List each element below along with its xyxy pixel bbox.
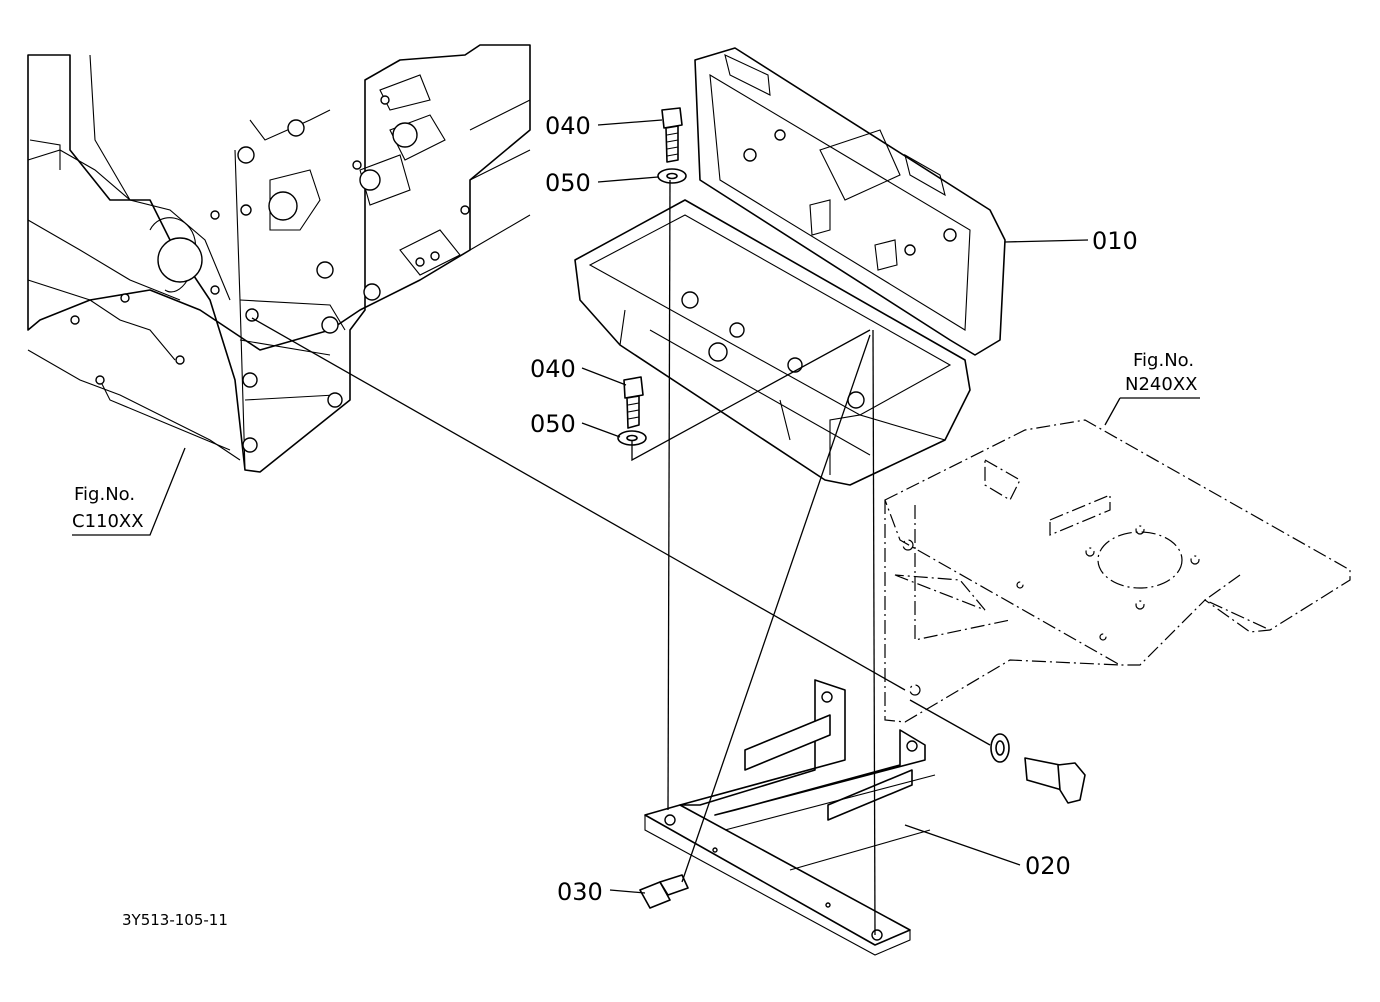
bolt-040-upper bbox=[661, 107, 683, 163]
tool-box-bracket bbox=[644, 679, 936, 956]
part-label-010: 010 bbox=[1092, 227, 1138, 255]
tool-box bbox=[574, 47, 1006, 486]
side-bolt bbox=[990, 733, 1086, 804]
bolt-030 bbox=[639, 874, 689, 909]
fig-ref-c110xx-line1: Fig.No. bbox=[74, 484, 135, 505]
fig-ref-c110xx-line2: C110XX bbox=[72, 511, 144, 532]
part-label-040-upper: 040 bbox=[545, 112, 591, 140]
drawing-code: 3Y513-105-11 bbox=[122, 911, 228, 929]
washer-050-upper bbox=[657, 168, 687, 184]
part-label-050-upper: 050 bbox=[545, 169, 591, 197]
part-label-040-lower: 040 bbox=[530, 355, 576, 383]
fig-ref-n240xx-line1: Fig.No. bbox=[1133, 350, 1194, 371]
part-label-030: 030 bbox=[557, 878, 603, 906]
assembly-lines bbox=[251, 179, 991, 936]
part-label-050-lower: 050 bbox=[530, 410, 576, 438]
bolt-040-lower bbox=[623, 376, 644, 429]
frame-reference bbox=[884, 419, 1351, 723]
transmission-housing bbox=[27, 44, 531, 473]
part-label-020: 020 bbox=[1025, 852, 1071, 880]
fig-ref-n240xx-line2: N240XX bbox=[1125, 374, 1197, 395]
label-leaders bbox=[72, 119, 1200, 894]
